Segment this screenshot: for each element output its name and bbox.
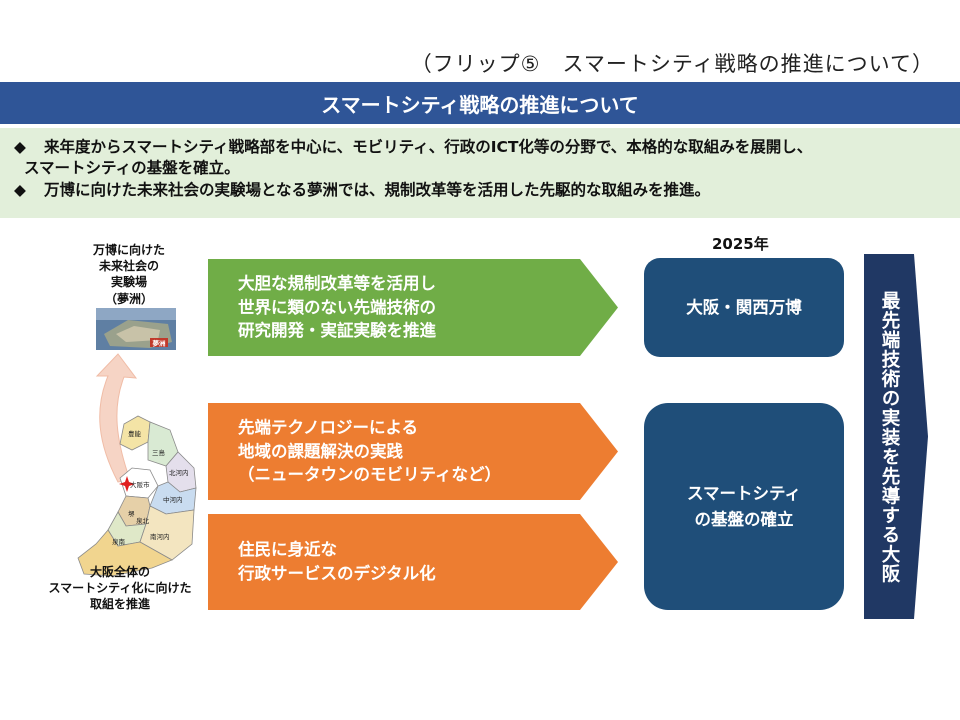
goal-arrow [864,254,928,619]
yumeshima-label-line: （夢洲） [104,291,153,306]
osaka-prefecture-map [77,415,197,577]
summary-bullet-2-text: 万博に向けた未来社会の実験場となる夢洲では、規制改革等を活用した先駆的な取組みを… [44,180,711,199]
summary-bullet-1-text: 来年度からスマートシティ戦略部を中心に、モビリティ、行政のICT化等の分野で、本… [44,138,813,156]
year-label: 2025年 [712,235,769,253]
initiative-line: 住民に身近な [238,540,337,560]
initiative-line: 先端テクノロジーによる [238,417,419,437]
summary-bullet-2: ◆ 万博に向けた未来社会の実験場となる夢洲では、規制改革等を活用した先駆的な取組み… [14,180,960,201]
summary-bullet-1: ◆ 来年度からスマートシティ戦略部を中心に、モビリティ、行政のICT化等の分野で、… [14,137,960,158]
yumeshima-label-line: 実験場 [110,275,147,290]
diamond-bullet-icon: ◆ [14,180,26,199]
page-title: スマートシティ戦略の推進について [0,82,960,124]
photo-tag: 夢洲 [153,339,167,348]
label-minamikawachi: 南河内 [150,532,170,541]
yumeshima-photo: 夢洲 [96,308,176,350]
goal-text: 最先端技術の実装を先導する大阪 [879,290,900,584]
label-osaka-city: 大阪市 [130,480,150,489]
label-sakai: 堺 [128,509,135,518]
label-sennan: 泉南 [112,537,126,546]
initiative-line: 地域の課題解決の実践 [238,441,403,461]
flip-label: （フリップ⑤ スマートシティ戦略の推進について） [410,52,934,76]
diamond-bullet-icon: ◆ [14,138,26,156]
osaka-map-label-line: 取組を推進 [89,597,150,612]
initiative-line: 行政サービスのデジタル化 [238,564,436,583]
yumeshima-label-line: 万博に向けた [92,243,165,257]
initiative-line: 世界に類のない先端技術の [238,297,436,317]
curved-up-arrow-icon [95,353,138,483]
expo-box: 大阪・関西万博 [644,258,844,357]
initiative-yumeshima: 大胆な規制改革等を活用し 世界に類のない先端技術の 研究開発・実証実験を推進 [208,259,618,356]
osaka-map-label-line: スマートシティ化に向けた [48,581,192,596]
initiative-digital-services: 住民に身近な 行政サービスのデジタル化 [208,514,618,610]
initiative-line: 大胆な規制改革等を活用し [238,273,436,293]
label-kitakawachi: 北河内 [169,468,189,477]
label-nakakawachi: 中河内 [163,495,183,504]
label-toyono: 豊能 [128,429,142,438]
initiative-regional-tech: 先端テクノロジーによる 地域の課題解決の実践 （ニュータウンのモビリティなど） [208,403,618,500]
summary-panel: ◆ 来年度からスマートシティ戦略部を中心に、モビリティ、行政のICT化等の分野で、… [0,128,960,218]
region-sennan [77,529,173,577]
initiative-line: 研究開発・実証実験を推進 [238,321,436,341]
osaka-illustration: 夢洲 豊能 三島 北河内 大阪市 中河内 堺 泉北 南河内 泉南 [77,308,197,577]
osaka-map-label: 大阪全体の スマートシティ化に向けた 取組を推進 [30,564,210,613]
yumeshima-label-line: 未来社会の [98,259,159,274]
label-mishima: 三島 [152,448,166,457]
smart-city-line: スマートシティ [686,483,801,503]
location-marker-icon [119,476,135,492]
osaka-map-label-line: 大阪全体の [89,565,150,579]
smart-city-line: の基盤の確立 [694,509,794,529]
photo-tag-badge [150,338,168,347]
label-senboku: 泉北 [136,516,150,525]
smart-city-foundation-box: スマートシティ の基盤の確立 [644,403,844,610]
summary-bullet-1-continuation: スマートシティの基盤を確立。 [24,159,240,178]
yumeshima-label: 万博に向けた 未来社会の 実験場 （夢洲） [84,242,174,307]
initiative-line: （ニュータウンのモビリティなど） [238,465,502,485]
